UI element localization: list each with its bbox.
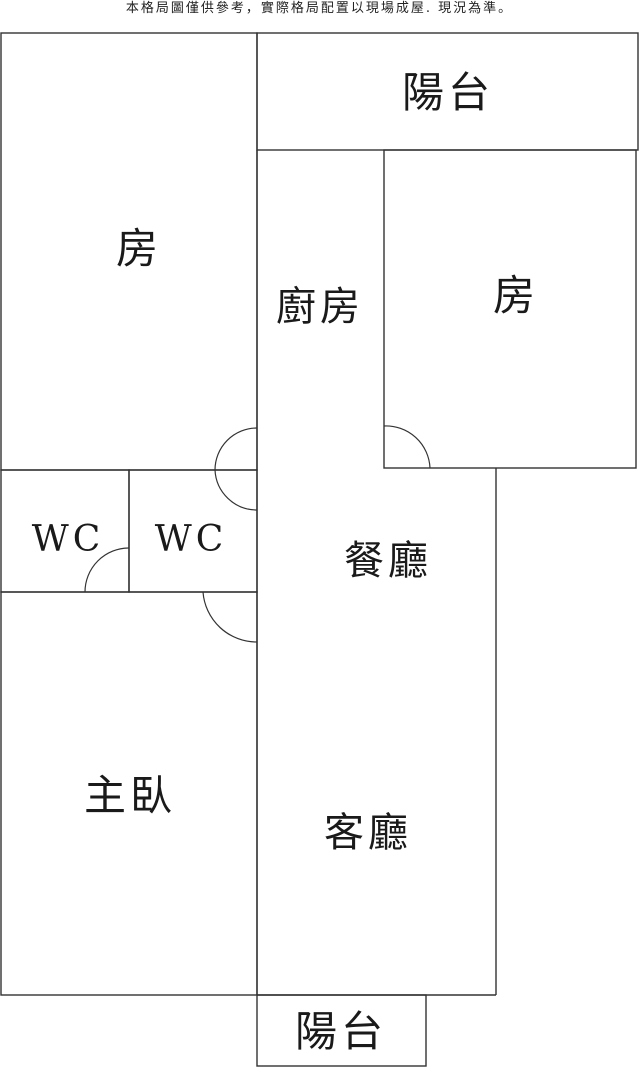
label-room-left: 房 (116, 224, 158, 273)
label-balcony-bottom: 陽台 (295, 1007, 387, 1056)
balcony-bottom-outline (256, 994, 427, 1067)
room-right-outline (383, 149, 637, 469)
door-arc-room-right (383, 425, 431, 469)
label-living: 客廳 (324, 810, 412, 856)
label-dining: 餐廳 (344, 538, 432, 584)
master-bedroom-outline (0, 591, 258, 996)
label-kitchen: 廚房 (276, 284, 364, 330)
label-wc-right: WC (155, 519, 228, 560)
label-wc-left: WC (32, 519, 105, 560)
label-master-bedroom: 主臥 (84, 771, 176, 820)
label-room-right: 房 (493, 271, 535, 320)
door-arc-room-left (214, 427, 258, 471)
door-arc-room-left-2 (214, 469, 258, 511)
disclaimer-text: 本格局圖僅供參考，實際格局配置以現場成屋. 現況為準。 (125, 1, 514, 16)
label-balcony-top: 陽台 (402, 68, 494, 117)
door-arc-master (202, 591, 258, 643)
door-arc-wc-left (84, 547, 130, 593)
